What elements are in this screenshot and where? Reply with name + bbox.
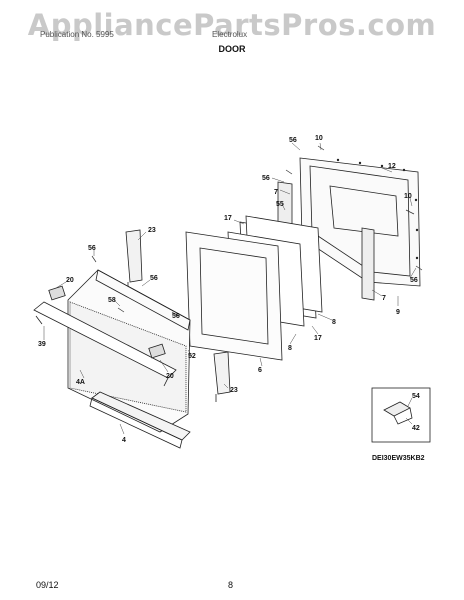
callout-c56e: 56 bbox=[172, 313, 180, 320]
callout-c12: 12 bbox=[388, 163, 396, 170]
callout-c42: 42 bbox=[412, 425, 420, 432]
page-number: 8 bbox=[228, 580, 234, 590]
publication-number: Publication No. 5995 bbox=[40, 30, 114, 39]
callout-c17a: 17 bbox=[224, 215, 232, 222]
door-handle bbox=[33, 301, 177, 387]
callout-c4a: 4A bbox=[76, 379, 85, 386]
callout-c7b: 7 bbox=[382, 295, 386, 302]
door-frame bbox=[185, 231, 283, 361]
callout-c6: 6 bbox=[258, 367, 262, 374]
callout-c55: 55 bbox=[276, 201, 284, 208]
watermark-text: AppliancePartsPros.com bbox=[27, 8, 437, 42]
callout-c56b: 56 bbox=[262, 175, 270, 182]
vent-trim bbox=[89, 391, 191, 449]
callout-c52: 52 bbox=[188, 353, 196, 360]
callout-c4: 4 bbox=[122, 437, 126, 444]
callout-c20b: 20 bbox=[166, 373, 174, 380]
callout-c7a: 7 bbox=[274, 189, 278, 196]
callout-c8a: 8 bbox=[332, 319, 336, 326]
callout-c20a: 20 bbox=[66, 277, 74, 284]
callout-labels: 56 10 12 56 7 10 55 17 23 56 56 20 58 56… bbox=[38, 135, 420, 444]
callout-c23b: 23 bbox=[230, 387, 238, 394]
callout-c10a: 10 bbox=[315, 135, 323, 142]
section-title: DOOR bbox=[218, 44, 246, 54]
callout-c58: 58 bbox=[108, 297, 116, 304]
callout-c23a: 23 bbox=[148, 227, 156, 234]
callout-c56f: 56 bbox=[410, 277, 418, 284]
callout-c8b: 8 bbox=[288, 345, 292, 352]
footer-date: 09/12 bbox=[36, 580, 59, 590]
callout-c56d: 56 bbox=[150, 275, 158, 282]
callout-c56c: 56 bbox=[88, 245, 96, 252]
diagram-code: DEI30EW35KB2 bbox=[372, 455, 425, 462]
detail-inset bbox=[371, 387, 431, 443]
callout-c56a: 56 bbox=[289, 137, 297, 144]
callout-c9: 9 bbox=[396, 309, 400, 316]
callout-c17b: 17 bbox=[314, 335, 322, 342]
outer-back-panel bbox=[299, 157, 421, 287]
hinge-top bbox=[125, 229, 143, 290]
callout-c10b: 10 bbox=[404, 193, 412, 200]
callout-c39: 39 bbox=[38, 341, 46, 348]
callout-c54: 54 bbox=[412, 393, 420, 400]
hinge-bottom bbox=[213, 351, 231, 402]
brand-label: Electrolux bbox=[212, 30, 248, 39]
